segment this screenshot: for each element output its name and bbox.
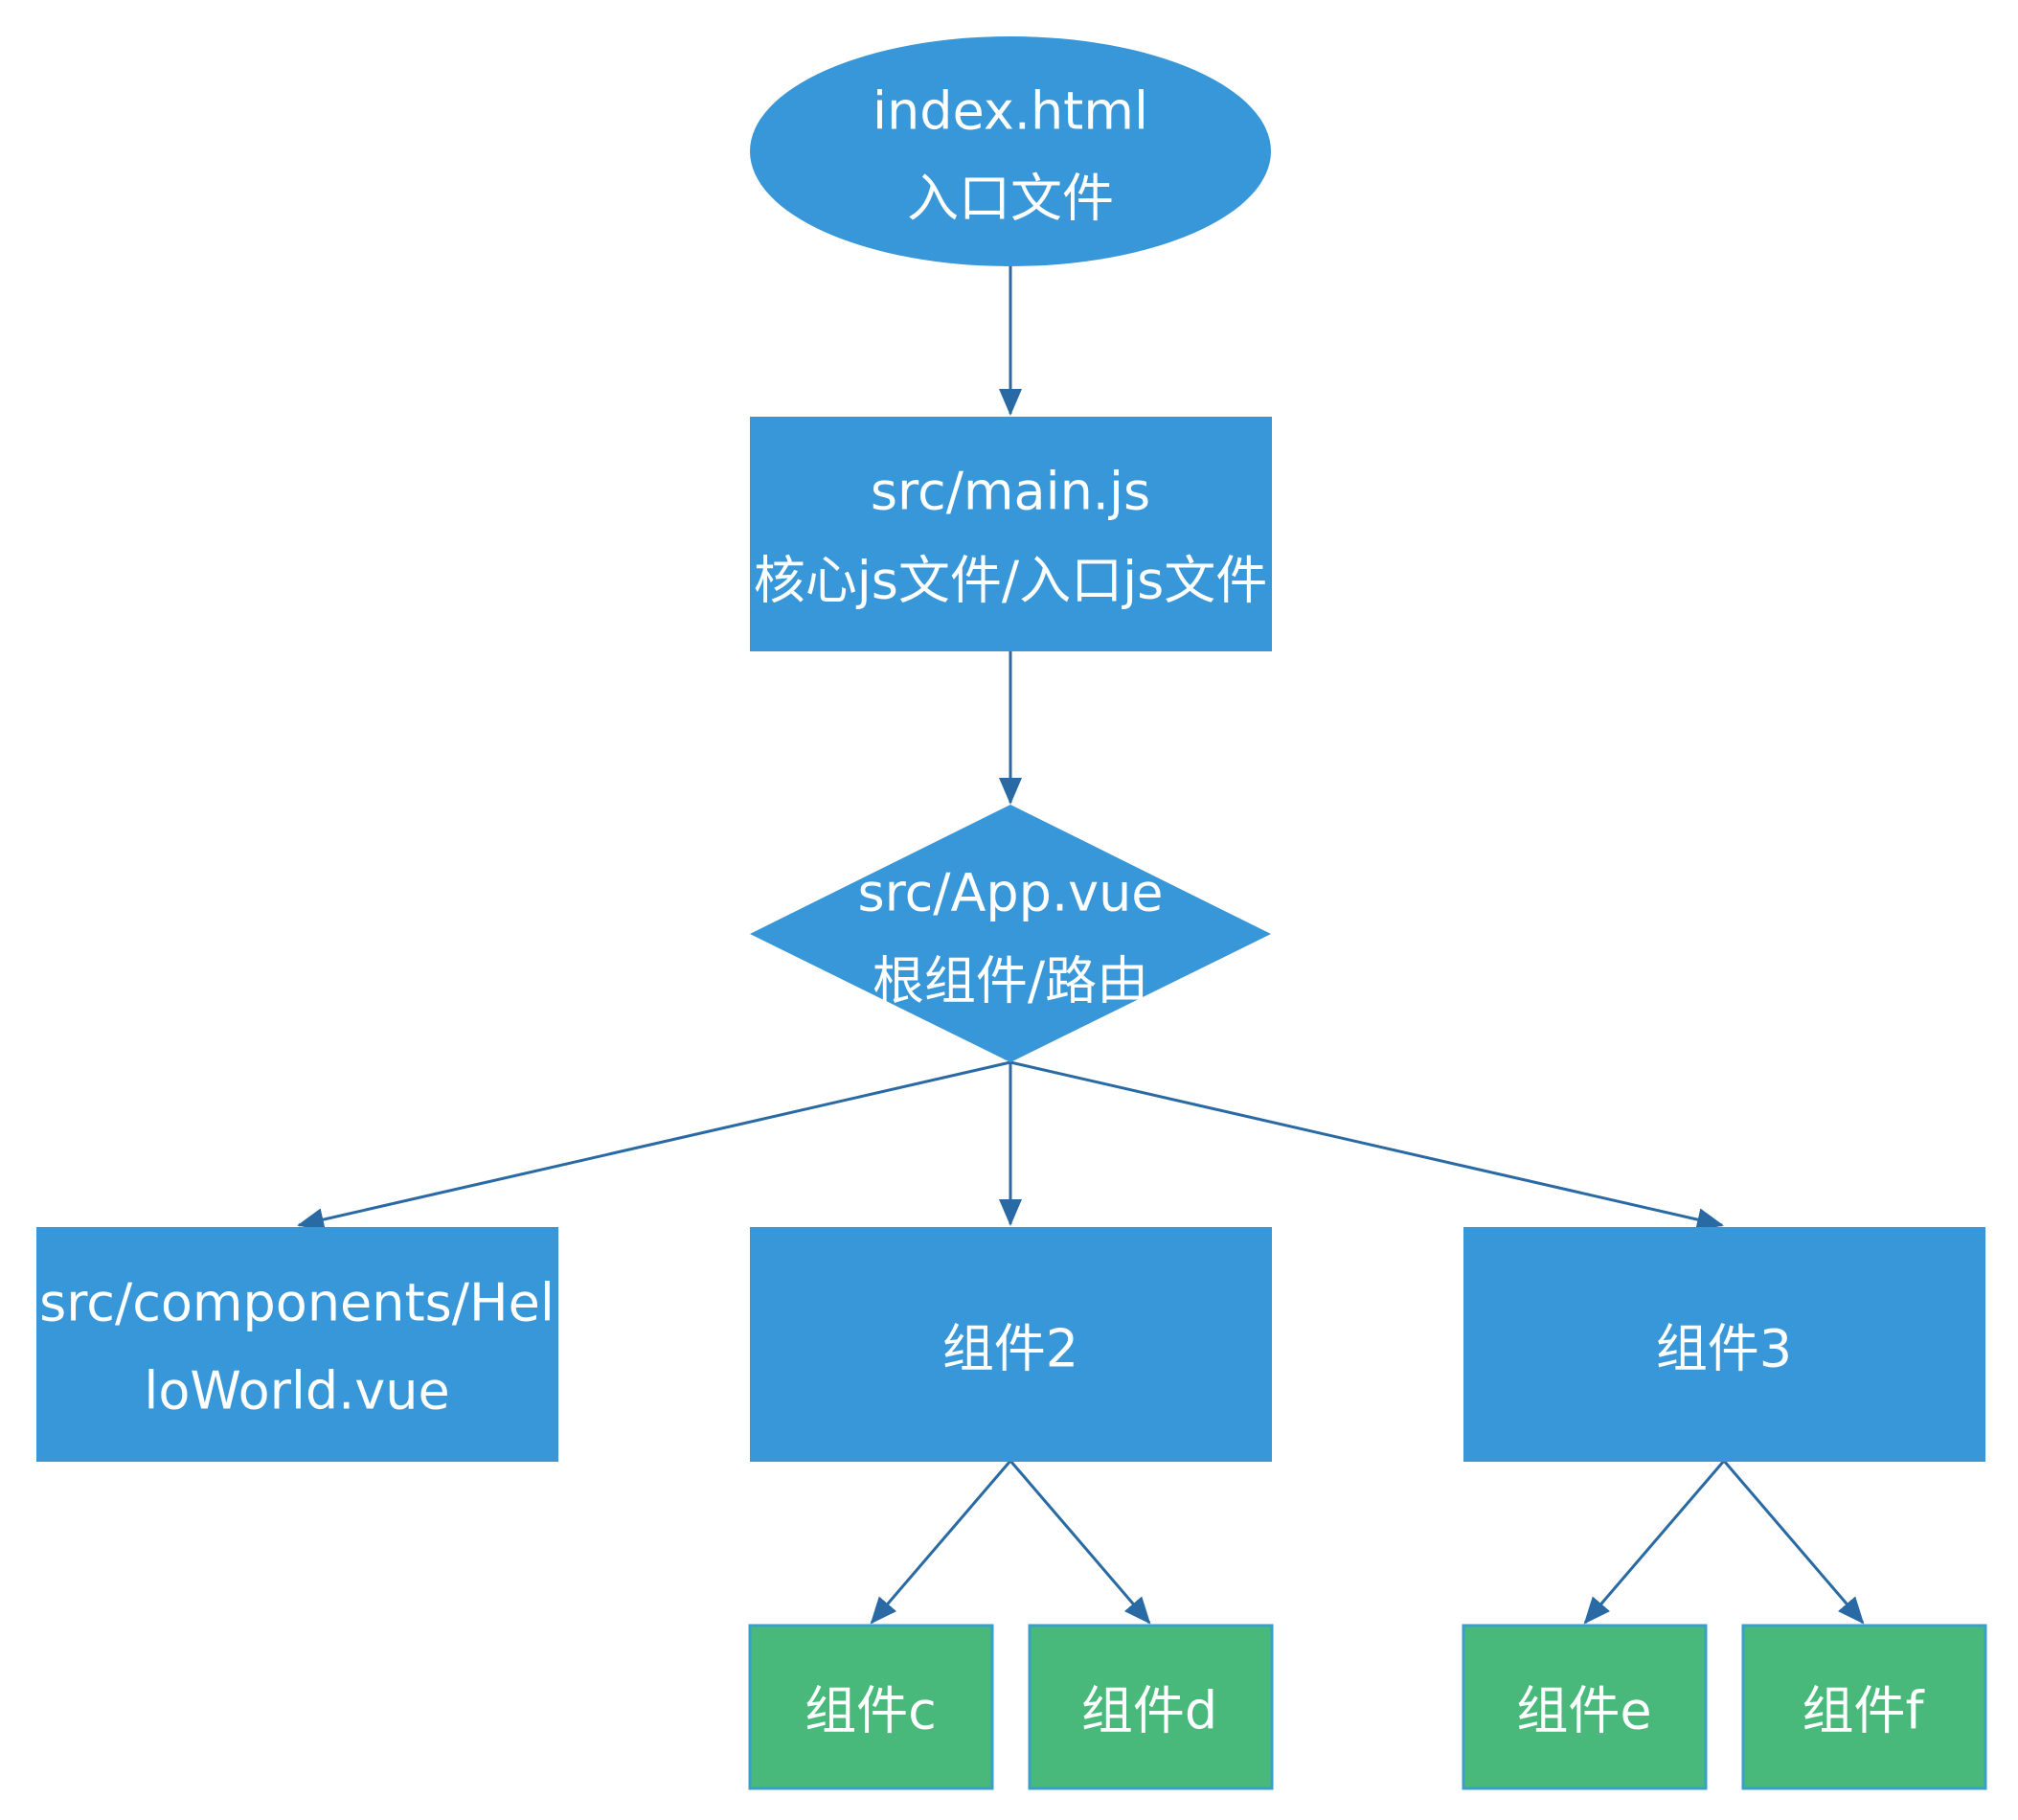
node-component-f: 组件f bbox=[1741, 1624, 1987, 1790]
node-component-3: 组件3 bbox=[1463, 1227, 1985, 1462]
node-component-2: 组件2 bbox=[750, 1227, 1272, 1462]
node-index-html: index.html 入口文件 bbox=[750, 36, 1271, 266]
rect-shape bbox=[750, 417, 1272, 651]
node-label-line2: 核心js文件/入口js文件 bbox=[754, 551, 1267, 611]
node-label-line2: 根组件/路由 bbox=[873, 951, 1148, 1012]
node-component-e: 组件e bbox=[1462, 1624, 1708, 1790]
edge-component2-to-c bbox=[870, 1460, 1012, 1625]
node-hello-world: src/components/Hel loWorld.vue bbox=[36, 1227, 558, 1462]
edge-component3-to-e bbox=[1583, 1460, 1726, 1625]
edges bbox=[297, 266, 1865, 1625]
rect-shape bbox=[750, 1227, 1272, 1462]
rect-shape bbox=[36, 1227, 558, 1462]
node-label: 组件c bbox=[805, 1681, 937, 1741]
diamond-shape bbox=[750, 805, 1271, 1062]
node-label: 组件d bbox=[1081, 1681, 1217, 1741]
node-label-line2: 入口文件 bbox=[907, 169, 1114, 229]
rect-shape bbox=[1462, 1624, 1708, 1790]
rect-shape bbox=[1741, 1624, 1987, 1790]
node-component-d: 组件d bbox=[1028, 1624, 1274, 1790]
node-app-vue: src/App.vue 根组件/路由 bbox=[750, 805, 1271, 1062]
edge-app-to-helloworld bbox=[297, 1060, 1011, 1231]
node-label-line1: index.html bbox=[873, 81, 1148, 142]
node-label-line1: src/main.js bbox=[871, 462, 1150, 522]
node-component-c: 组件c bbox=[748, 1624, 994, 1790]
node-label-line1: src/App.vue bbox=[857, 863, 1163, 923]
edge-app-to-component3 bbox=[1009, 1060, 1724, 1231]
rect-shape bbox=[748, 1624, 994, 1790]
edge-component2-to-d bbox=[1009, 1460, 1151, 1625]
node-label-line2: loWorld.vue bbox=[144, 1361, 449, 1422]
node-label: 组件3 bbox=[1656, 1319, 1792, 1379]
edge-component3-to-f bbox=[1722, 1460, 1865, 1625]
rect-shape bbox=[1028, 1624, 1274, 1790]
ellipse-shape bbox=[750, 36, 1271, 266]
node-label: 组件e bbox=[1516, 1681, 1651, 1741]
node-label-line1: src/components/Hel bbox=[39, 1273, 555, 1333]
rect-shape bbox=[1463, 1227, 1985, 1462]
node-label: 组件2 bbox=[942, 1319, 1078, 1379]
node-label: 组件f bbox=[1802, 1681, 1925, 1741]
node-main-js: src/main.js 核心js文件/入口js文件 bbox=[750, 417, 1272, 651]
